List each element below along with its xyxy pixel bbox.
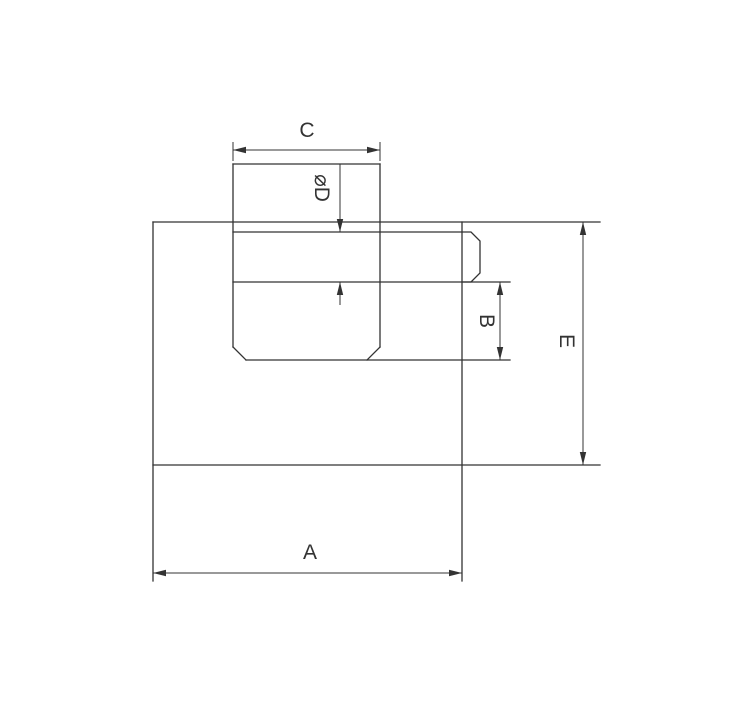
shackle-pin-tip	[461, 231, 481, 283]
dimension-b: B	[475, 282, 504, 360]
slot-chamfer-left	[232, 346, 247, 361]
dim-e-arrow-top	[579, 222, 587, 235]
dim-c-arrow-right	[367, 146, 380, 154]
dim-a-label: A	[303, 541, 317, 564]
dim-d-arrow-upper	[336, 219, 344, 232]
dim-d-label: ⌀D	[310, 174, 333, 202]
dim-a-arrow-right	[449, 569, 462, 577]
dim-b-arrow-top	[496, 282, 504, 295]
dimension-d: ⌀D	[310, 164, 344, 305]
dim-b-arrow-bottom	[496, 347, 504, 360]
dimension-a: A	[153, 541, 462, 577]
dim-c-label: C	[299, 119, 314, 142]
padlock-body-outline	[152, 221, 601, 582]
dim-a-arrow-left	[153, 569, 166, 577]
dim-d-arrow-lower	[336, 282, 344, 295]
dim-e-arrow-bottom	[579, 452, 587, 465]
dim-c-arrow-left	[233, 146, 246, 154]
dimension-e: E	[555, 222, 587, 465]
dimension-c: C	[232, 119, 381, 161]
shackle-outline	[232, 163, 511, 361]
dim-e-label: E	[555, 334, 578, 348]
slot-chamfer-right	[366, 346, 381, 361]
dim-b-label: B	[475, 314, 498, 328]
